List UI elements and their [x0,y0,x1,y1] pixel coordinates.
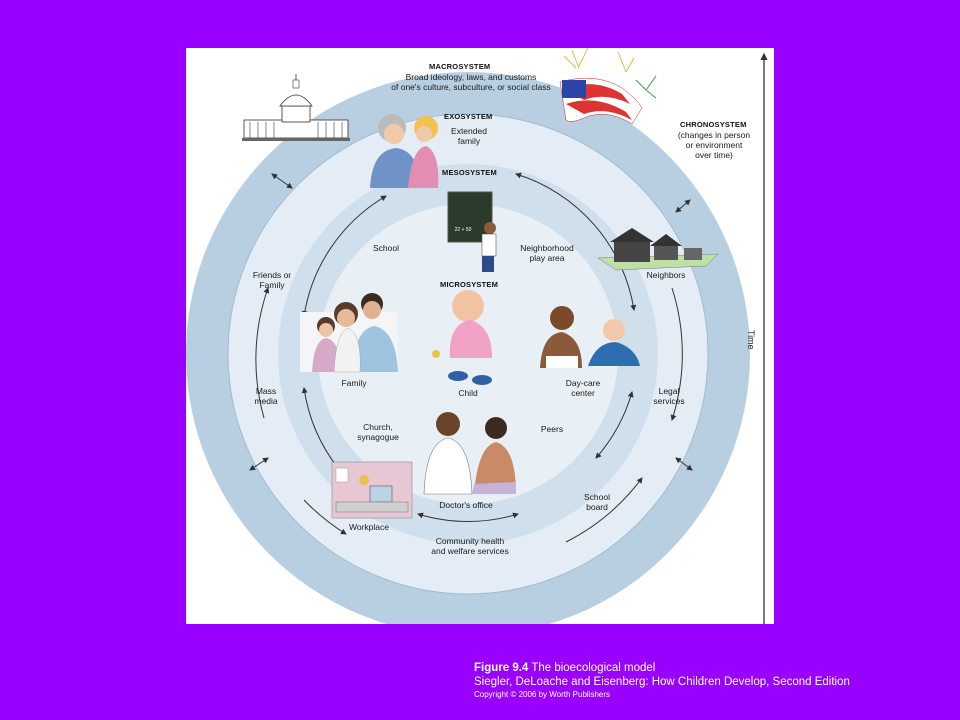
peers-label: Peers [540,424,564,434]
neighborhood-houses-illustration [597,228,719,271]
neighborhood-label-line1: Neighborhood [520,243,574,253]
figure-caption: Figure 9.4 The bioecological model Siegl… [474,661,850,700]
caption-title-line: Figure 9.4 The bioecological model [474,661,850,675]
time-axis-label: Time [746,330,756,350]
church-label-line2: synagogue [357,432,399,442]
doctors-office-label: Doctor's office [439,500,493,510]
meso-arrow-bottomleft [301,387,339,469]
school-label: School [373,243,399,253]
chronosystem-title: CHRONOSYSTEM [680,120,747,129]
doctor-patient-illustration [423,412,516,495]
macrosystem-desc-line2: of one's culture, subculture, or social … [391,82,551,92]
chronosystem-line3: over time) [695,150,733,160]
neighborhood-label-line2: play area [529,253,565,263]
exosystem-title: EXOSYSTEM [444,112,493,121]
neighbors-label: Neighbors [646,270,686,280]
exo-arrow-right [670,287,683,421]
diagram-graphic [186,48,768,624]
church-label-line1: Church, [363,422,393,432]
chalkboard-student-illustration [447,191,497,272]
family-label: Family [341,378,367,388]
workplace-label: Workplace [349,522,389,532]
extended-family-line2: family [457,136,481,146]
american-flag-fireworks-illustration [559,48,657,125]
extended-family-line1: Extended [451,126,487,136]
legal-services-label-line2: services [653,396,685,406]
legal-services-label-line1: Legal [658,386,680,396]
microsystem-title: MICROSYSTEM [440,280,499,289]
daycare-label-line2: center [571,388,595,398]
caption-copyright: Copyright © 2006 by Worth Publishers [474,690,611,699]
school-board-label-line1: School [584,492,610,502]
meso-arrow-bottomright [595,391,634,459]
meso-arrow-topright [515,172,637,311]
child-illustration [432,290,492,385]
grandmother-and-child-illustration [370,114,439,188]
school-board-label-line2: board [586,502,608,512]
child-label: Child [458,388,478,398]
figure-number: Figure 9.4 [474,662,529,674]
chronosystem-line1: (changes in person [677,130,751,140]
macrosystem-desc-line1: Broad ideology, laws, and customs [405,72,537,82]
figure-title: The bioecological model [531,662,656,674]
friends-label-line1: Friends or [252,270,292,280]
bioecological-figure: MACROSYSTEM Broad ideology, laws, and cu… [186,48,774,624]
daycare-babies-illustration [540,306,640,368]
family-illustration [300,293,398,373]
macrosystem-title: MACROSYSTEM [429,62,491,71]
mesosystem-title: MESOSYSTEM [442,168,497,177]
meso-arrow-topleft [301,195,387,317]
mass-media-label-line1: Mass [255,386,277,396]
community-health-label-line1: Community health [435,536,505,546]
chronosystem-line2: or environment [685,140,743,150]
capitol-building-illustration [242,74,350,141]
caption-source: Siegler, DeLoache and Eisenberg: How Chi… [474,676,850,688]
friends-label-line2: Family [259,280,285,290]
exo-arrow-left [255,287,270,419]
workplace-cubicle-illustration [331,461,413,519]
mass-media-label-line2: media [254,396,278,406]
daycare-label-line1: Day-care [565,378,601,388]
chalkboard-text: 22 + 50 [454,227,472,233]
community-health-label-line2: and welfare services [431,546,509,556]
